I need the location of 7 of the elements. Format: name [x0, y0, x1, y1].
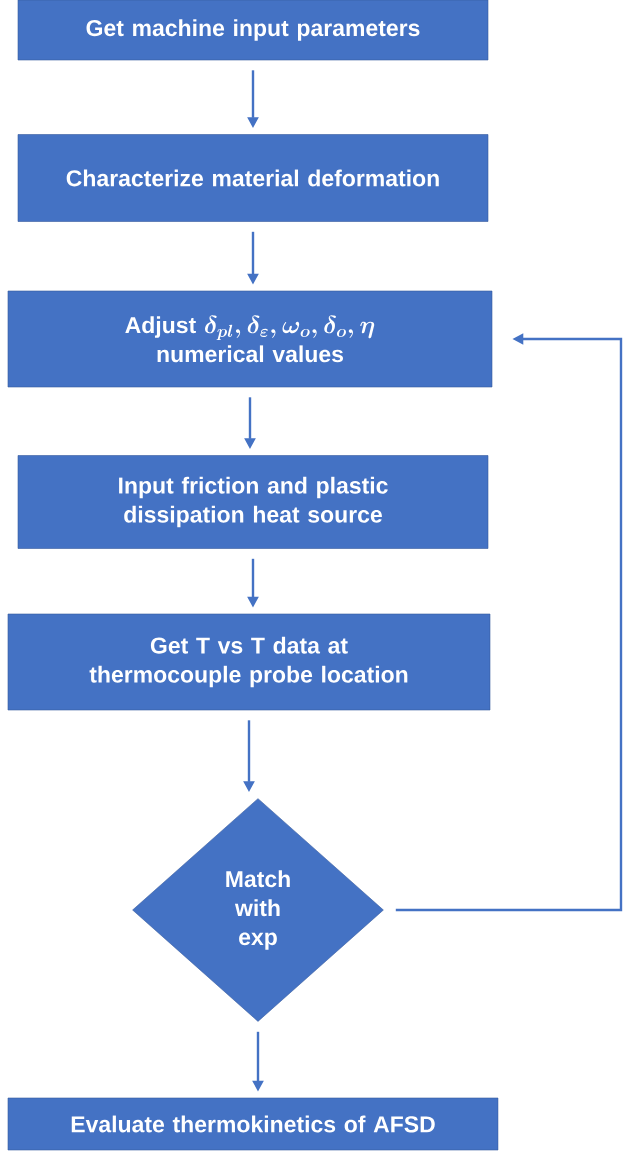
process-box: Evaluate thermokinetics of AFSD [7, 1097, 499, 1151]
process-box: Get machine input parameters [17, 0, 489, 61]
process-box: Characterize material deformation [17, 134, 489, 222]
process-box: Get T vs T data at thermocouple probe location [7, 613, 491, 711]
feedback-arrow [395, 333, 623, 912]
process-box: Adjust $\delta_{pl}, \delta_{\varepsilon}, \omega_{o}, \delta_{o}, \eta$ numerical values [7, 290, 493, 388]
process-box: Input friction and plastic dissipation heat source [17, 455, 489, 549]
